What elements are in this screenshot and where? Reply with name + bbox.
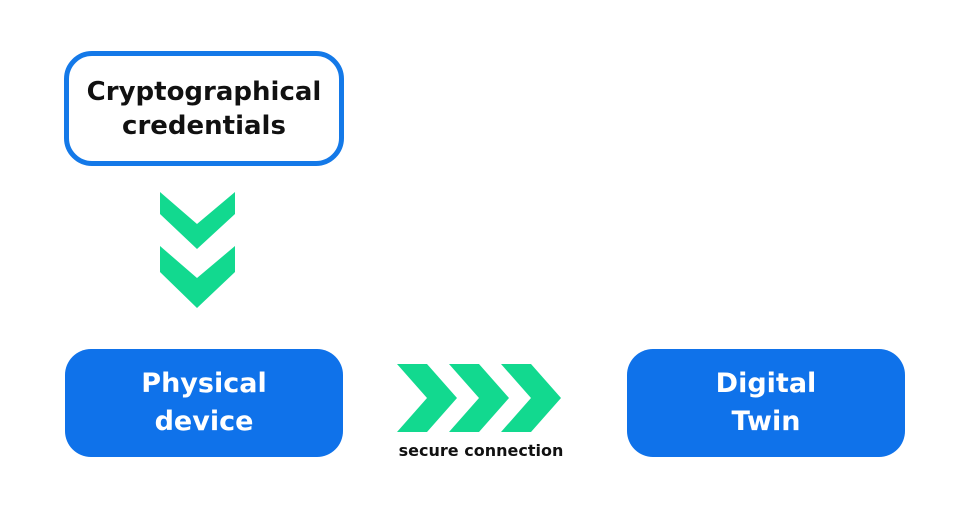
physical-device-label: Physical device (141, 368, 267, 437)
triple-chevron-right-icon (397, 364, 561, 432)
chevron-right-icon (449, 364, 509, 432)
credentials-label: Cryptographical credentials (86, 76, 322, 141)
double-chevron-down-icon (160, 192, 235, 308)
secure-connection-label: secure connection (398, 441, 564, 460)
chevron-right-icon (501, 364, 561, 432)
digital-twin-label: Digital Twin (715, 368, 817, 437)
chevron-down-icon (160, 246, 235, 308)
chevron-down-icon (160, 192, 235, 249)
digital-twin-box: Digital Twin (627, 349, 905, 457)
credentials-box: Cryptographical credentials (64, 51, 344, 166)
chevron-right-icon (397, 364, 457, 432)
physical-device-box: Physical device (65, 349, 343, 457)
